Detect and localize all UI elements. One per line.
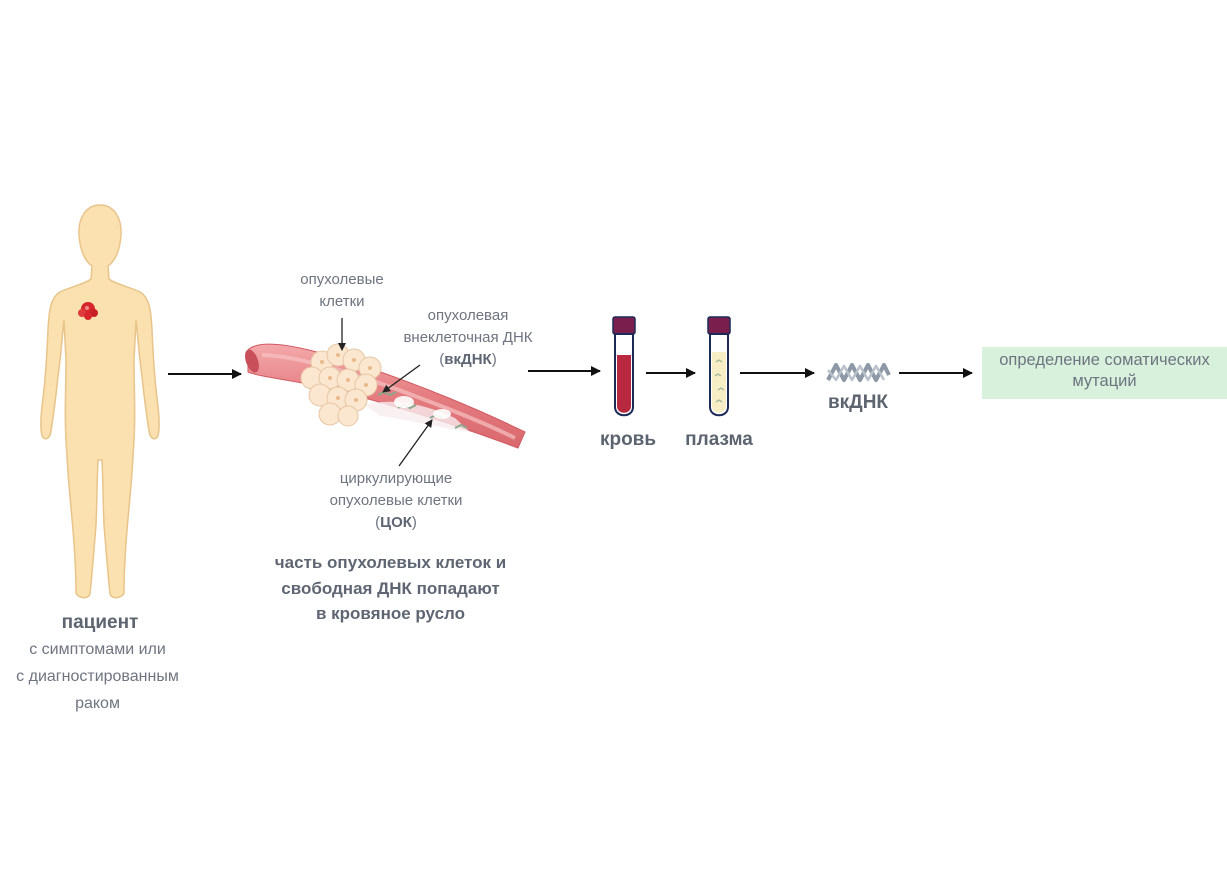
paren-open: ( <box>439 351 445 368</box>
patient-desc-line1: с симптомами или <box>29 641 166 658</box>
label-tumor-cells-line2: клетки <box>319 293 365 310</box>
patient-desc-line2: с диагностированным <box>16 668 179 685</box>
paren-close: ) <box>411 514 417 531</box>
blood-tube-icon <box>612 316 636 417</box>
label-ctdna-line2: внеклеточная ДНК <box>403 329 533 346</box>
blood-label: кровь <box>599 429 657 450</box>
label-ctc-abbr: (ЦОК) <box>318 513 474 533</box>
plasma-tube-icon <box>707 316 731 417</box>
label-ctc-line1: циркулирующие <box>339 470 453 487</box>
paren-open: ( <box>375 514 381 531</box>
result-line1: определение соматических <box>999 351 1210 369</box>
result-line2: мутаций <box>1072 372 1137 391</box>
vessel-caption-line1: часть опухолевых клеток и <box>274 553 507 572</box>
ctdna-abbr: вкДНК <box>444 351 492 368</box>
vessel-caption-line3: в кровяное русло <box>315 604 466 623</box>
label-ctdna-line1: опухолевая <box>427 307 509 324</box>
somatic-mutation-result-box: определение соматических мутаций <box>982 347 1227 399</box>
pointer-arrow-ctdna <box>382 364 421 393</box>
dna-fragment-icon <box>826 363 891 382</box>
patient-silhouette-icon <box>40 204 160 599</box>
pointer-arrow-ctc <box>398 419 433 467</box>
tumor-cell-cluster <box>300 343 382 427</box>
ctc-abbr: ЦОК <box>380 514 412 531</box>
vessel-caption-line2: свободная ДНК попадают <box>281 579 500 598</box>
paren-close: ) <box>491 351 497 368</box>
circulating-tumor-cells <box>394 396 451 419</box>
patient-title: пациент <box>61 612 139 633</box>
blood-vessel-illustration <box>245 343 526 449</box>
label-tumor-cells-line1: опухолевые <box>300 271 384 288</box>
plasma-label: плазма <box>685 429 753 450</box>
label-ctc-line2: опухолевые клетки <box>329 492 463 509</box>
tumor-heart-icon <box>78 302 98 320</box>
patient-desc-line3: раком <box>75 695 120 712</box>
label-ctdna-abbr: (вкДНК) <box>392 350 544 370</box>
ctdna-label: вкДНК <box>827 392 889 413</box>
